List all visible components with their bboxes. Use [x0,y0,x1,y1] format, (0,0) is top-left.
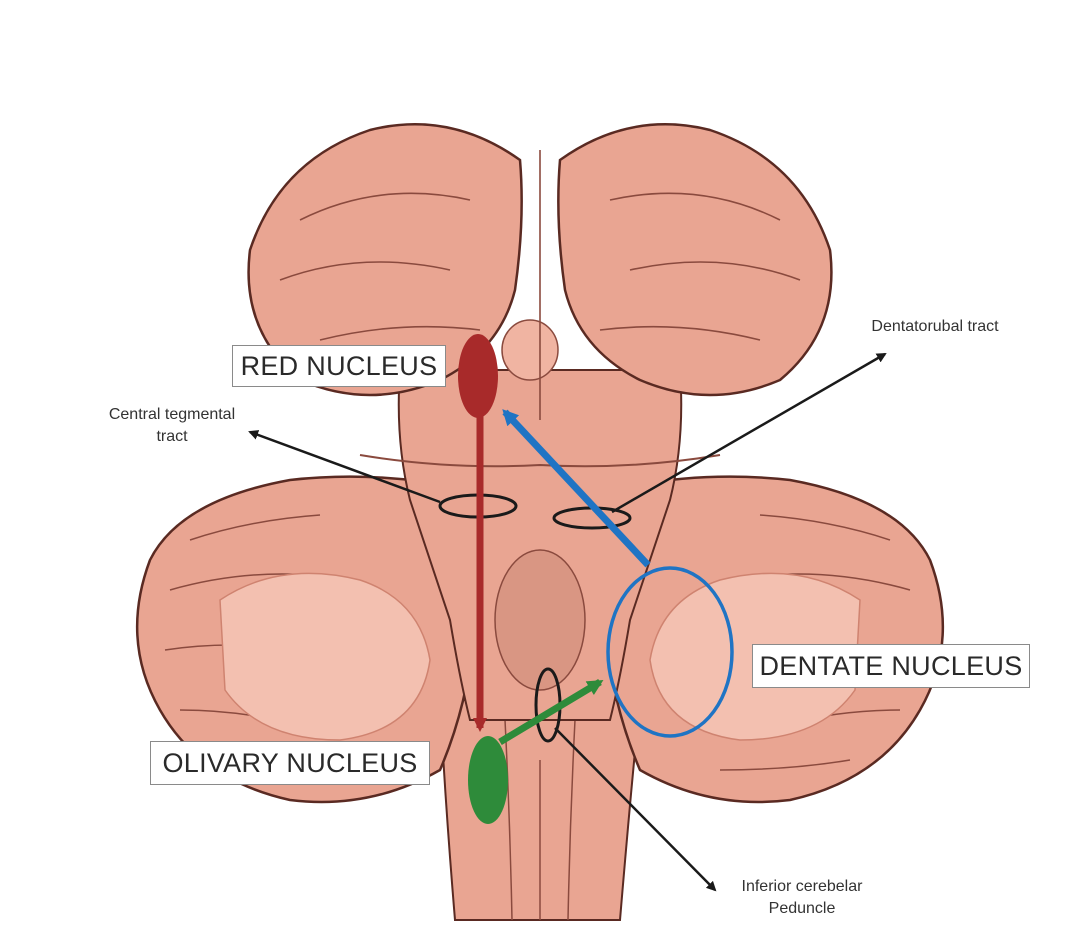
red-nucleus-marker [458,334,498,418]
olivocerebellar-pathway [498,678,604,746]
inferior-peduncle-line1: Inferior cerebelar [741,878,863,895]
central-tegmental-line2: tract [156,428,188,445]
dentatorubal-label: Dentatorubal tract [871,318,999,335]
dentate-nucleus-label: DENTATE NUCLEUS [752,644,1030,688]
central-tegmental-pointer [248,430,441,504]
dentatorubal-pointer [611,352,887,514]
olivary-nucleus-marker [468,736,508,824]
right-cerebral-hemisphere [557,123,833,397]
red-nucleus-label: RED NUCLEUS [232,345,446,387]
central-tegmental-label: Central tegmental tract [82,404,262,448]
dentate-nucleus-ring [606,566,734,738]
central-tegmental-line1: Central tegmental [108,406,236,423]
inferior-peduncle-line2: Peduncle [768,900,836,917]
olivary-nucleus-label: OLIVARY NUCLEUS [150,741,430,785]
inferior-peduncle-pointer [554,727,717,892]
inferior-peduncle-label: Inferior cerebelar Peduncle [722,876,882,920]
dentatorubral-pathway [502,409,651,568]
